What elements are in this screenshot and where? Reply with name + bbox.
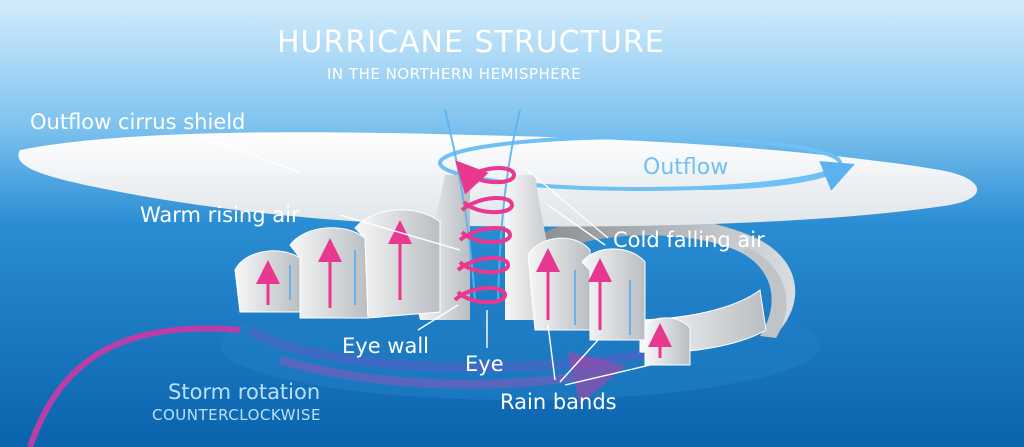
surface-rotation-arrow-2 [278, 351, 627, 405]
label-counterclockwise: COUNTERCLOCKWISE [152, 406, 321, 424]
rainband-edge [740, 248, 787, 338]
warm-air-arrows [256, 220, 672, 358]
label-eye-wall: Eye wall [342, 334, 430, 358]
label-outflow: Outflow [643, 155, 729, 180]
storm-path [27, 325, 241, 447]
leader-lines [204, 137, 651, 386]
cold-air-lines [289, 109, 631, 335]
title: HURRICANE STRUCTURE [277, 25, 665, 60]
rainband-back-wall [540, 214, 796, 336]
label-storm-rotation: Storm rotation [168, 380, 321, 404]
label-rain-bands: Rain bands [500, 390, 617, 414]
subtitle: IN THE NORTHERN HEMISPHERE [327, 65, 582, 83]
label-warm-rising-air: Warm rising air [140, 203, 300, 227]
label-cold-falling-air: Cold falling air [613, 228, 765, 252]
label-eye: Eye [465, 352, 504, 376]
rainbands-left [234, 209, 441, 319]
outflow-arrow [699, 161, 855, 191]
eye-spiral [453, 160, 517, 305]
label-outflow-cirrus-shield: Outflow cirrus shield [30, 110, 246, 134]
